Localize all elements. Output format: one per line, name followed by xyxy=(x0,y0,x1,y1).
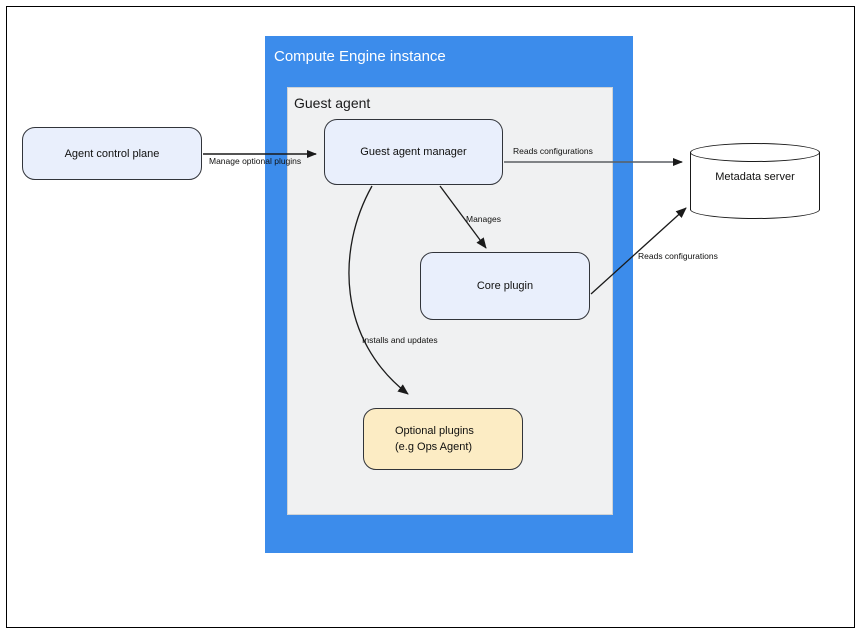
container-guest-agent-label: Guest agent xyxy=(294,95,371,111)
node-optional-plugins-label-line2: (e.g Ops Agent) xyxy=(395,441,473,453)
edge-label-manages: Manages xyxy=(466,214,501,224)
node-optional-plugins[interactable]: Optional plugins (e.g Ops Agent) xyxy=(363,408,523,470)
node-guest-agent-manager-label: Guest agent manager xyxy=(360,146,467,158)
node-guest-agent-manager[interactable]: Guest agent manager xyxy=(324,119,503,185)
edge-label-manage-optional-plugins: Manage optional plugins xyxy=(209,156,302,166)
edge-label-reads-configurations-manager: Reads configurations xyxy=(513,146,593,156)
node-agent-control-plane[interactable]: Agent control plane xyxy=(22,127,202,180)
node-core-plugin-label: Core plugin xyxy=(476,280,534,292)
node-optional-plugins-label-line1: Optional plugins xyxy=(395,425,474,437)
cylinder-top-ellipse xyxy=(690,143,820,162)
node-agent-control-plane-label: Agent control plane xyxy=(64,147,160,160)
container-compute-engine-instance-label: Compute Engine instance xyxy=(274,48,446,65)
edge-label-installs-and-updates: Installs and updates xyxy=(362,335,438,345)
node-metadata-server[interactable]: Metadata server xyxy=(690,143,820,219)
edge-label-reads-configurations-core: Reads configurations xyxy=(638,251,718,261)
node-core-plugin[interactable]: Core plugin xyxy=(420,252,590,320)
node-metadata-server-label: Metadata server xyxy=(715,171,795,183)
